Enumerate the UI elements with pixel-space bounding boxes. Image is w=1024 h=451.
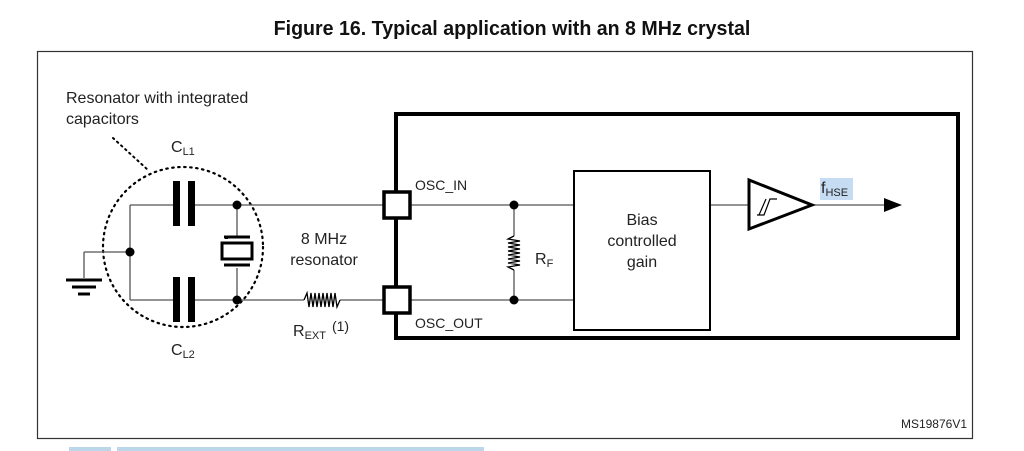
osc-out-label: OSC_OUT <box>415 315 483 331</box>
rext-sub: EXT <box>305 330 327 342</box>
bias-label-line3: gain <box>627 254 657 271</box>
schmitt-trigger-buffer-icon <box>747 177 817 232</box>
cl2-main: C <box>171 342 183 359</box>
cl1-main: C <box>171 139 183 156</box>
rext-label: REXT (1) <box>293 318 349 342</box>
selection-highlight-left <box>69 447 111 451</box>
resistor-rf-icon <box>505 235 521 271</box>
pin-osc-in <box>382 190 412 220</box>
capacitor-cl1-icon <box>173 181 195 226</box>
fhse-label: fHSE <box>821 180 848 199</box>
mcu-boundary <box>394 112 960 340</box>
ground-icon <box>66 278 102 296</box>
bias-controlled-gain-block <box>573 170 711 331</box>
selection-highlight-right <box>117 447 484 451</box>
rf-main: R <box>535 251 547 268</box>
resonator-label-line2: resonator <box>290 252 358 269</box>
cl1-sub: L1 <box>183 146 195 158</box>
wires <box>83 204 884 301</box>
resistor-rext-icon <box>303 290 341 310</box>
rf-sub: F <box>547 258 554 270</box>
output-arrow-icon <box>884 198 902 212</box>
osc-in-label: OSC_IN <box>415 177 467 193</box>
rext-main: R <box>293 323 305 340</box>
cl2-sub: L2 <box>183 349 195 361</box>
resonator-note-line2: capacitors <box>66 111 139 128</box>
capacitor-cl2-icon <box>173 277 195 322</box>
bias-label-line1: Bias <box>626 212 657 229</box>
rf-label: RF <box>535 251 554 270</box>
rext-note: (1) <box>332 318 349 334</box>
callout-pointer <box>112 137 149 171</box>
junction-dots <box>125 200 519 305</box>
resonator-note-line1: Resonator with integrated <box>66 90 248 107</box>
fhse-main: f <box>821 180 826 197</box>
resonator-boundary <box>101 165 265 329</box>
crystal-icon <box>220 235 254 267</box>
fhse-highlight <box>820 178 853 200</box>
cl2-label: CL2 <box>171 342 195 361</box>
figure-frame <box>36 50 974 440</box>
figure-id: MS19876V1 <box>901 417 967 431</box>
pin-osc-out <box>382 285 412 315</box>
bias-label-line2: controlled <box>607 233 676 250</box>
figure-title: Figure 16. Typical application with an 8… <box>273 18 751 40</box>
cl1-label: CL1 <box>171 139 195 158</box>
resonator-label-line1: 8 MHz <box>301 231 347 248</box>
fhse-sub: HSE <box>825 187 848 199</box>
